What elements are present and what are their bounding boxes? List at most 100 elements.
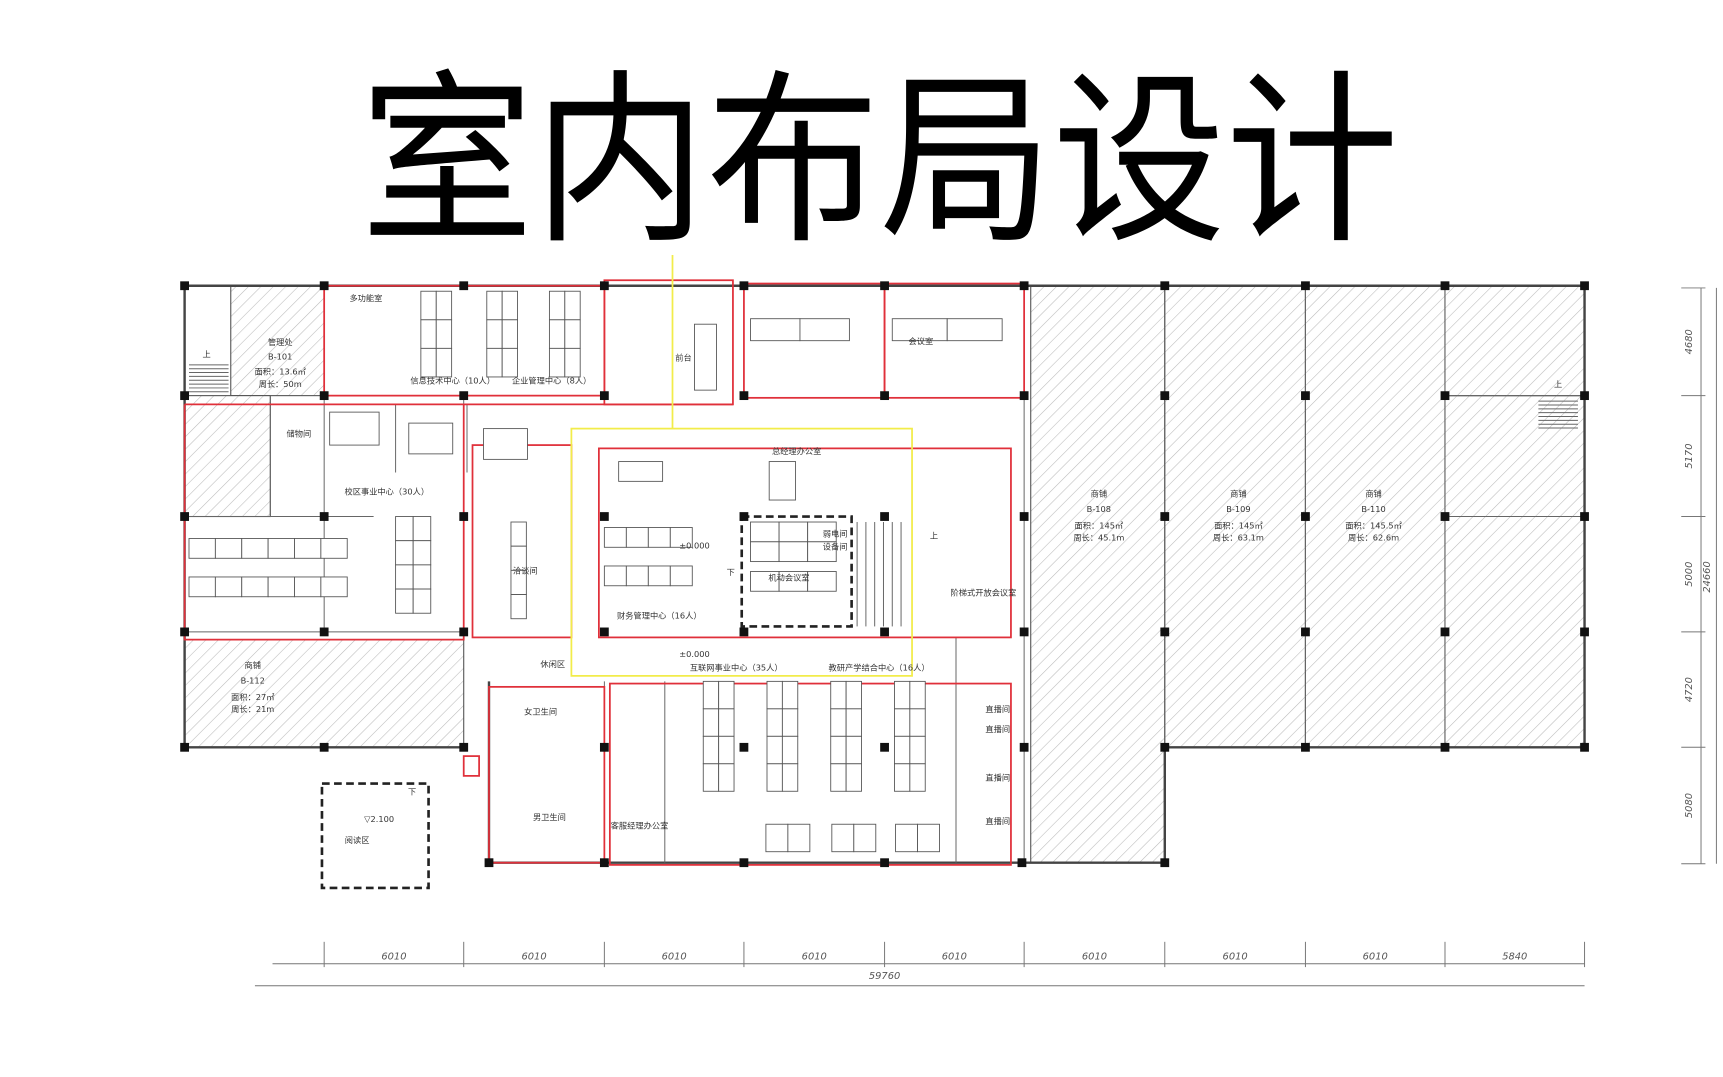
desk [750, 318, 801, 342]
desk [188, 576, 216, 598]
dim-vertical-label: 5080 [1684, 793, 1695, 818]
desk [395, 516, 414, 542]
column [880, 858, 889, 868]
dim-horizontal-label: 6010 [1223, 951, 1248, 962]
desk [781, 708, 799, 737]
dim-horizontal-label: 6010 [942, 951, 967, 962]
desk [267, 576, 295, 598]
shop-b109: 商铺 B-109 面积：145㎡ 周长：63.1m [1213, 489, 1264, 543]
column [459, 627, 469, 637]
desk [894, 708, 911, 737]
desk [694, 323, 717, 391]
column [739, 391, 749, 401]
desk [435, 319, 453, 349]
shop-perimeter: 周长：45.1m [1073, 533, 1124, 543]
desk [329, 411, 380, 446]
desk [603, 565, 627, 587]
desk [501, 319, 518, 349]
shop-name: 商铺 [1365, 489, 1381, 499]
desk [412, 516, 432, 542]
desk [807, 541, 837, 563]
equipment-room-outline [740, 515, 853, 628]
desk [435, 290, 453, 321]
desk [917, 823, 940, 853]
shop-b108: 商铺 B-108 面积：145㎡ 周长：45.1m [1073, 489, 1124, 543]
desk [510, 521, 527, 547]
desk [548, 290, 566, 321]
desk [669, 527, 693, 548]
column [180, 391, 190, 401]
desk [766, 763, 783, 792]
desk [909, 708, 926, 737]
column [1160, 281, 1170, 291]
desk [778, 541, 809, 563]
label-live-room: 直播间 [985, 816, 1010, 826]
label-negotiation: 洽谈间 [513, 566, 538, 576]
desk [669, 565, 693, 587]
column [319, 742, 329, 752]
desk [909, 680, 926, 710]
label-internet-center: 互联网事业中心（35人） [690, 662, 783, 672]
desk [412, 564, 432, 590]
structural-columns [180, 281, 1589, 868]
desk [718, 763, 735, 792]
shop-code: B-112 [241, 676, 265, 686]
desk [625, 565, 649, 587]
dim-vertical-label: 5170 [1684, 444, 1695, 469]
desk [718, 680, 735, 710]
column [739, 858, 749, 868]
highlight-outline [570, 427, 913, 677]
desk [420, 290, 437, 321]
label-it-center: 信息技术中心（10人） [410, 376, 495, 386]
desk [320, 538, 348, 559]
desk [420, 347, 437, 378]
column [1160, 627, 1170, 637]
desk [486, 290, 503, 321]
desk [909, 763, 926, 792]
dim-vertical-label: 4720 [1684, 677, 1695, 702]
label-female-wc: 女卫生间 [524, 706, 557, 716]
desk [909, 735, 926, 765]
label-finance-center: 财务管理中心（16人） [617, 611, 702, 621]
desk [894, 735, 911, 765]
desk [750, 521, 780, 543]
desk [618, 461, 664, 482]
column [739, 627, 749, 637]
shop-perimeter: 周长：62.6m [1348, 533, 1399, 543]
dim-horizontal-total: 59760 [869, 971, 900, 982]
desk [766, 735, 783, 765]
column [1019, 627, 1029, 637]
column [1301, 281, 1310, 291]
shop-b112: 商铺 B-112 面积：27㎡ 周长：21m [231, 660, 275, 714]
column [1440, 512, 1450, 521]
label-reading: 阅读区 [345, 835, 370, 845]
desk [845, 708, 862, 737]
label-storage: 储物间 [287, 428, 312, 438]
desk [787, 823, 811, 853]
desk [241, 576, 269, 598]
desk [781, 763, 799, 792]
shop-b110: 商铺 B-110 面积：145.5㎡ 周长：62.6m [1345, 489, 1402, 543]
desk [702, 680, 720, 710]
shop-perimeter: 周长：63.1m [1213, 533, 1264, 543]
desk [510, 594, 527, 620]
desk [294, 538, 322, 559]
shop-name: 商铺 [1091, 489, 1107, 499]
label-stepped-meeting: 阶梯式开放会议室 [951, 588, 1017, 598]
room-labels: 多功能室 管理处 B-101 面积：13.6㎡ 周长：50m 信息技术中心（10… [202, 293, 1562, 845]
column [1301, 391, 1310, 401]
desk [830, 763, 847, 792]
desk [750, 541, 780, 563]
column [1580, 512, 1589, 521]
column [459, 512, 469, 521]
column [319, 391, 329, 401]
column [599, 281, 609, 291]
label-meeting-room: 会议室 [908, 336, 933, 346]
column [319, 281, 329, 291]
dim-horizontal-label: 6010 [1363, 951, 1388, 962]
label-live-room: 直播间 [985, 772, 1010, 782]
column [1580, 281, 1589, 291]
column [1440, 281, 1450, 291]
label-management-perimeter: 周长：50m [259, 379, 302, 389]
